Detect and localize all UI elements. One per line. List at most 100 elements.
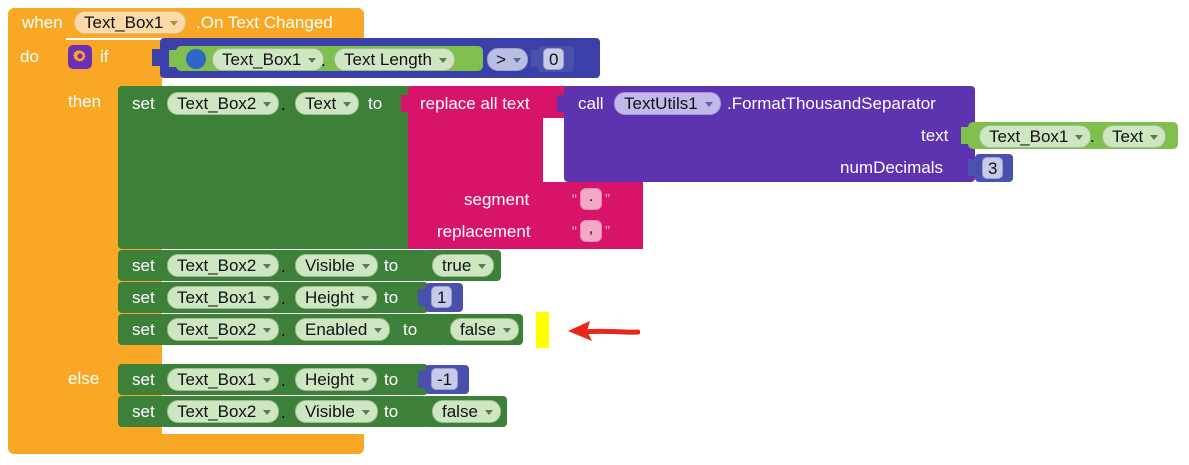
yellow-highlight-bar	[536, 312, 549, 348]
logic-true-dropdown[interactable]: true	[432, 254, 495, 277]
segment-close-quote: ”	[605, 190, 610, 208]
chevron-down-icon	[1075, 134, 1084, 140]
setter2-to-label: to	[384, 256, 399, 275]
chevron-down-icon	[343, 101, 352, 107]
segment-open-quote: “	[572, 190, 577, 208]
if-label: if	[100, 47, 109, 66]
event-name-label: .On Text Changed	[196, 13, 333, 32]
setter3-property-label: Height	[305, 287, 355, 307]
chevron-down-icon	[263, 101, 272, 107]
setter6-property-dropdown[interactable]: Visible	[295, 400, 378, 423]
number-one-field[interactable]: 1	[431, 286, 453, 308]
number-one-value: 1	[431, 286, 453, 308]
chevron-down-icon	[361, 377, 370, 383]
setter4-component-label: Text_Box2	[177, 319, 257, 339]
else-label: else	[68, 369, 100, 388]
setter2-property-dropdown[interactable]: Visible	[295, 254, 378, 277]
setter4-component-dropdown[interactable]: Text_Box2	[167, 318, 280, 341]
setter3-dot: .	[281, 289, 286, 308]
setter5-component-dropdown[interactable]: Text_Box1	[167, 368, 280, 391]
call-arg-text-component-label: Text_Box1	[989, 126, 1069, 146]
setter5-to-label: to	[384, 370, 399, 389]
logic-false-visible-dropdown[interactable]: false	[432, 400, 501, 423]
call-arg-text-property-label: Text	[1112, 126, 1144, 146]
chevron-down-icon	[374, 327, 383, 333]
setter6-set-label: set	[132, 402, 155, 421]
chevron-down-icon	[263, 377, 272, 383]
setter-set-label: set	[132, 94, 155, 113]
replacement-string-field[interactable]: “ , ”	[572, 220, 610, 242]
chevron-down-icon	[361, 263, 370, 269]
event-component-label: Text_Box1	[84, 12, 164, 32]
segment-string-field[interactable]: “ . ”	[572, 188, 610, 210]
setter-component-dropdown[interactable]: Text_Box2	[167, 92, 280, 115]
setter3-property-dropdown[interactable]: Height	[295, 286, 378, 309]
replace-replacement-label: replacement	[437, 222, 531, 241]
number-zero-value: 0	[543, 48, 565, 70]
call-arg-text-property-dropdown[interactable]: Text	[1102, 125, 1167, 148]
chevron-down-icon	[502, 327, 511, 333]
red-arrow-annotation	[568, 321, 640, 341]
setter2-dot: .	[281, 257, 286, 276]
replace-segment-label: segment	[464, 190, 530, 209]
chevron-down-icon	[263, 327, 272, 333]
replacement-open-quote: “	[572, 222, 577, 240]
call-component-dropdown[interactable]: TextUtils1	[614, 92, 721, 115]
comparison-operator-label: >	[496, 49, 506, 69]
setter4-property-dropdown[interactable]: Enabled	[295, 318, 391, 341]
replacement-value[interactable]: ,	[580, 220, 602, 242]
chevron-down-icon	[170, 20, 179, 26]
question-icon[interactable]	[186, 49, 206, 69]
getter-property-dropdown[interactable]: Text Length	[334, 48, 455, 71]
setter6-dot: .	[281, 403, 286, 422]
setter2-component-dropdown[interactable]: Text_Box2	[167, 254, 280, 277]
getter-component-label: Text_Box1	[222, 49, 302, 69]
chevron-down-icon	[361, 295, 370, 301]
chevron-down-icon	[361, 409, 370, 415]
setter5-property-dropdown[interactable]: Height	[295, 368, 378, 391]
number-minus-one-value: -1	[431, 368, 459, 390]
setter4-set-label: set	[132, 320, 155, 339]
chevron-down-icon	[484, 409, 493, 415]
setter-property-dropdown[interactable]: Text	[295, 92, 360, 115]
mutator-gear-icon[interactable]	[68, 45, 92, 69]
setter2-component-label: Text_Box2	[177, 255, 257, 275]
setter-dot: .	[281, 95, 286, 114]
number-minus-one-field[interactable]: -1	[431, 368, 459, 390]
number-zero-field[interactable]: 0	[543, 48, 565, 70]
chevron-down-icon	[1150, 134, 1159, 140]
logic-false-visible-label: false	[442, 401, 478, 421]
getter-component-dropdown[interactable]: Text_Box1	[212, 48, 325, 71]
call-arg-text-component-dropdown[interactable]: Text_Box1	[979, 125, 1092, 148]
event-component-dropdown[interactable]: Text_Box1	[74, 11, 187, 34]
setter5-set-label: set	[132, 370, 155, 389]
comparison-operator-dropdown[interactable]: >	[487, 48, 528, 71]
setter-component-label: Text_Box2	[177, 93, 257, 113]
chevron-down-icon	[263, 295, 272, 301]
call-arg-numdecimals-label: numDecimals	[840, 158, 943, 177]
chevron-down-icon	[704, 101, 713, 107]
then-label: then	[68, 92, 102, 111]
segment-text-block[interactable]	[557, 183, 643, 214]
event-block-bottom	[8, 434, 364, 454]
setter6-component-dropdown[interactable]: Text_Box2	[167, 400, 280, 423]
replacement-text-block[interactable]	[557, 216, 643, 247]
setter5-property-label: Height	[305, 369, 355, 389]
setter2-set-label: set	[132, 256, 155, 275]
chevron-down-icon	[263, 409, 272, 415]
setter6-to-label: to	[384, 402, 399, 421]
logic-false-enabled-label: false	[460, 319, 496, 339]
call-component-label: TextUtils1	[624, 93, 698, 113]
logic-false-enabled-dropdown[interactable]: false	[450, 318, 519, 341]
chevron-down-icon	[263, 263, 272, 269]
setter3-component-dropdown[interactable]: Text_Box1	[167, 286, 280, 309]
number-three-value: 3	[982, 157, 1004, 179]
segment-value[interactable]: .	[580, 188, 602, 210]
when-label: when	[22, 13, 63, 32]
chevron-down-icon	[512, 57, 521, 63]
chevron-down-icon	[438, 57, 447, 63]
setter3-component-label: Text_Box1	[177, 287, 257, 307]
setter-property-label: Text	[305, 93, 337, 113]
number-three-field[interactable]: 3	[982, 157, 1004, 179]
